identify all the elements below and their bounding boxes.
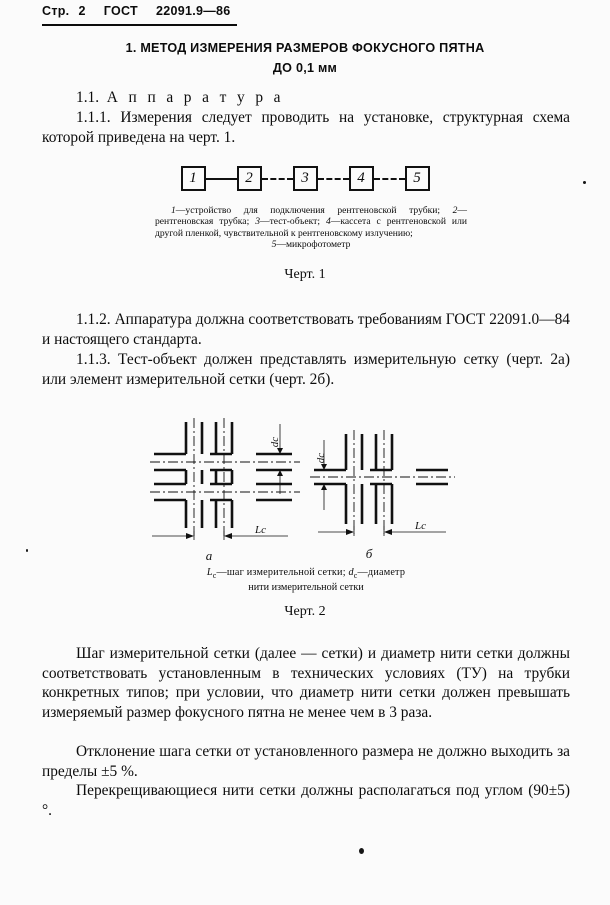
figure-2-svg: dc dc Lc Lc а б (150, 418, 455, 563)
figure-1-legend-num-5: 5 (271, 239, 277, 251)
header-rule (42, 24, 237, 26)
paragraph-deviation: Отклонение шага сетки от установленного … (42, 742, 570, 781)
figure-1-connector-dashed-3 (373, 177, 405, 180)
paragraph-1-1-2-text: 1.1.2. Аппаратура должна соответствовать… (42, 311, 570, 348)
figure-1-block-4: 4 (348, 166, 374, 191)
figure-1-caption: Черт. 1 (284, 267, 326, 282)
paragraph-1-1-2: 1.1.2. Аппаратура должна соответствовать… (42, 310, 570, 349)
paragraph-grid-step: Шаг измерительной сетки (далее — сетки) … (42, 644, 570, 722)
page-title: 1. МЕТОД ИЗМЕРЕНИЯ РАЗМЕРОВ ФОКУСНОГО ПЯ… (0, 38, 610, 78)
page-header: Стр. 2 ГОСТ 22091.9—86 (42, 4, 231, 18)
figure-2-label-a: а (206, 548, 213, 563)
figure-1-legend-num-1: 1 (171, 205, 176, 216)
figure-2-legend: Lс—шаг измерительной сетки; dс—диаметр н… (160, 567, 452, 595)
figure-1-legend-num-3: 3 (255, 216, 260, 228)
figure-1-chain: 1 2 3 4 5 (0, 166, 610, 191)
figure-2-grid-diagram: dc dc Lc Lc а б (0, 418, 610, 568)
figure-1-legend-text-5: —микрофотометр (276, 239, 351, 251)
figure-1-legend-text-1: —устройство для подключения рентгеновско… (175, 205, 397, 216)
title-line-2: ДО 0,1 мм (272, 61, 338, 75)
section-1-1-number: 1.1. (76, 89, 100, 106)
paragraph-deviation-text: Отклонение шага сетки от установленного … (42, 743, 570, 780)
figure-2-dim-dc-b: dc (315, 453, 327, 464)
paragraph-1-1-1-text: 1.1.1. Измерения следует проводить на ус… (42, 109, 570, 146)
title-line-1: 1. МЕТОД ИЗМЕРЕНИЯ РАЗМЕРОВ ФОКУСНОГО ПЯ… (125, 41, 485, 55)
figure-2-dim-lc-b: Lc (414, 520, 426, 532)
figure-1-block-1: 1 (180, 166, 206, 191)
figure-1-block-3: 3 (292, 166, 318, 191)
paragraph-1-1-1: 1.1.1. Измерения следует проводить на ус… (42, 108, 570, 147)
paragraph-angle-text: Перекрещивающиеся нити сетки должны расп… (42, 782, 570, 819)
figure-1-legend-text-3: —кассета с рентгеновской или другой плен… (155, 216, 467, 239)
figure-1-legend-num-4: 4 (325, 216, 331, 228)
paragraph-grid-step-text: Шаг измерительной сетки (далее — сетки) … (42, 645, 570, 721)
figure-1-legend-text-2b: —рентгеновская трубка; (155, 205, 467, 228)
figure-2-legend-text-1: —шаг измерительной сетки; (216, 567, 349, 578)
paragraph-1-1-3-text: 1.1.3. Тест-объект должен представлять и… (42, 351, 570, 388)
figure-1-legend-text-2c: —тест-объект; (260, 216, 320, 228)
figure-1-block-5: 5 (404, 166, 430, 191)
scan-speck-bottom (359, 848, 364, 854)
scan-speck-right (583, 181, 586, 184)
figure-1-connector-dashed-1 (261, 177, 293, 180)
figure-2-caption: Черт. 2 (284, 604, 326, 619)
paragraph-1-1-3: 1.1.3. Тест-объект должен представлять и… (42, 350, 570, 389)
header-page-word: Стр. (42, 4, 70, 18)
figure-1-legend-text-4: чувствительной к рентгеновскому излучени… (223, 227, 413, 239)
figure-1-block-2: 2 (236, 166, 262, 191)
section-1-1-heading: 1.1. А п п а р а т у р а (42, 88, 570, 108)
scan-speck-left (26, 549, 28, 552)
section-1-1-title: А п п а р а т у р а (106, 89, 284, 106)
header-page-number: 2 (78, 4, 86, 18)
figure-2-legend-symbol-d-sub: с (353, 571, 358, 581)
figure-2-label-b: б (366, 546, 373, 561)
figure-1-legend: 1—устройство для подключения рентгеновск… (155, 205, 467, 251)
figure-2-dim-lc-a: Lc (254, 524, 266, 536)
figure-2-legend-symbol-d: d (348, 567, 354, 578)
figure-2-dim-dc-a: dc (269, 437, 281, 448)
figure-2-legend-symbol-L: L (206, 567, 213, 578)
figure-2-legend-symbol-L-sub: с (212, 571, 217, 581)
figure-2-legend-text-2: —диаметр (357, 567, 406, 578)
figure-1-block-diagram: 1 2 3 4 5 (0, 166, 610, 191)
header-standard-number: 22091.9—86 (155, 4, 231, 18)
figure-2-drawing-b (310, 430, 455, 536)
figure-1-legend-text-2a: трубки; (409, 205, 453, 216)
figure-2-drawing-a (150, 418, 300, 540)
figure-2-legend-line-2: нити измерительной сетки (248, 582, 364, 594)
figure-1-legend-num-2: 2 (452, 205, 458, 216)
figure-1-connector-dashed-2 (317, 177, 349, 180)
paragraph-angle: Перекрещивающиеся нити сетки должны расп… (42, 781, 570, 820)
header-standard-label: ГОСТ (103, 4, 138, 18)
figure-1-connector-solid (205, 177, 237, 180)
